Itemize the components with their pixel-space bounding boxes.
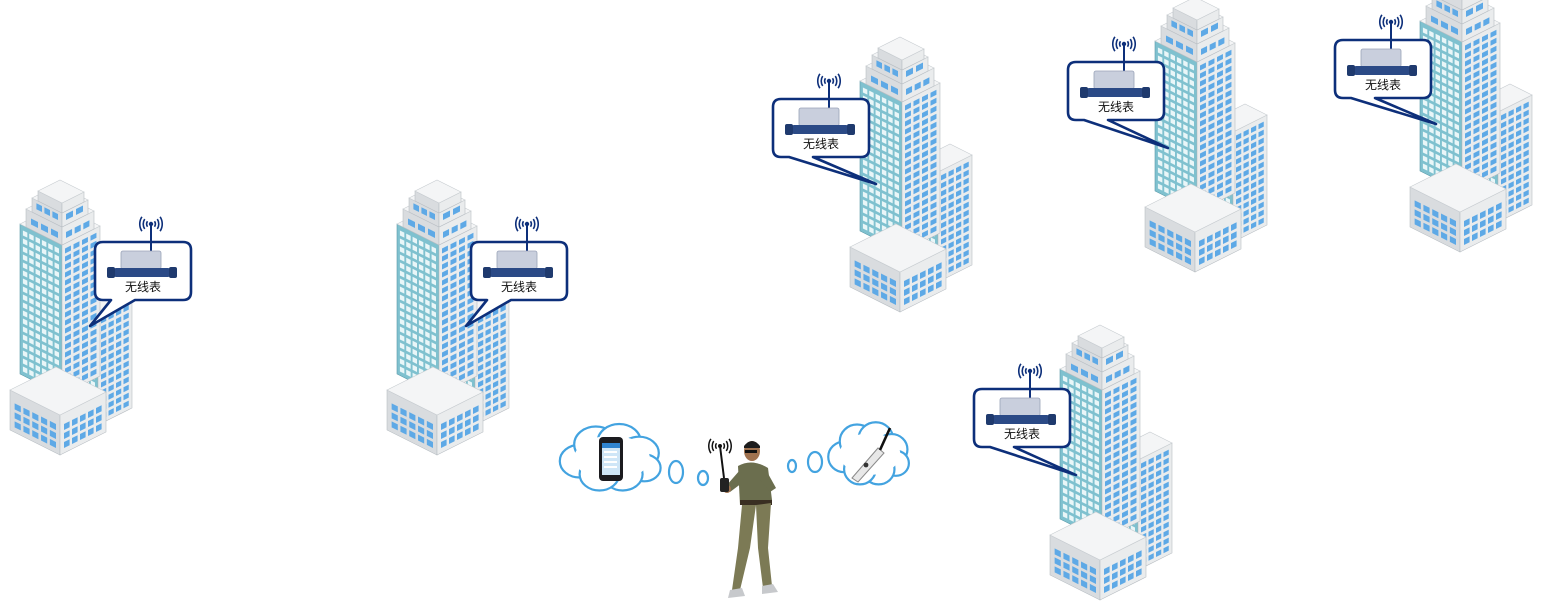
bubble-outline: [1066, 60, 1170, 150]
meter-label: 无线表: [1364, 78, 1401, 92]
building-cluster-2: [386, 179, 510, 456]
building-cluster-3: [849, 36, 973, 313]
building-cluster-1: [9, 179, 133, 456]
meter-label: 无线表: [124, 280, 161, 294]
building-cluster-4: [1144, 0, 1268, 273]
cloud-icon: [827, 421, 910, 486]
meter-label: 无线表: [1003, 427, 1040, 441]
wifi-signal-icon: [816, 73, 842, 111]
wifi-signal-icon: [1017, 363, 1043, 401]
bubble-outline: [1333, 38, 1438, 126]
bubble-outline: [88, 240, 193, 328]
meter-bubble-6: [972, 363, 1078, 477]
wifi-signal-icon: [1378, 14, 1404, 52]
bubble-outline: [464, 240, 569, 328]
building-cluster-5: [1409, 0, 1533, 253]
water-meter-icon: [1347, 48, 1417, 76]
water-meter-icon: [483, 250, 553, 278]
handheld-reader-icon: [851, 427, 892, 483]
water-meter-icon: [107, 250, 177, 278]
wifi-signal-icon: [514, 216, 540, 254]
person-icon: [708, 438, 778, 598]
wifi-signal-icon: [138, 216, 164, 254]
meter-label: 无线表: [1097, 100, 1134, 114]
meter-bubble-3: [771, 73, 878, 186]
meter-bubble-1: [88, 216, 193, 328]
water-meter-icon: [1080, 70, 1150, 98]
wifi-signal-icon: [1111, 36, 1137, 74]
bubble-outline: [972, 387, 1078, 477]
water-meter-icon: [986, 397, 1056, 425]
meter-label: 无线表: [802, 137, 839, 151]
meter-bubble-2: [464, 216, 569, 328]
meter-bubble-4: [1066, 36, 1170, 150]
smartphone-icon: [599, 437, 623, 481]
signal-rings: [667, 450, 824, 487]
meter-bubble-5: [1333, 14, 1438, 126]
meter-label: 无线表: [500, 280, 537, 294]
water-meter-icon: [785, 107, 855, 135]
